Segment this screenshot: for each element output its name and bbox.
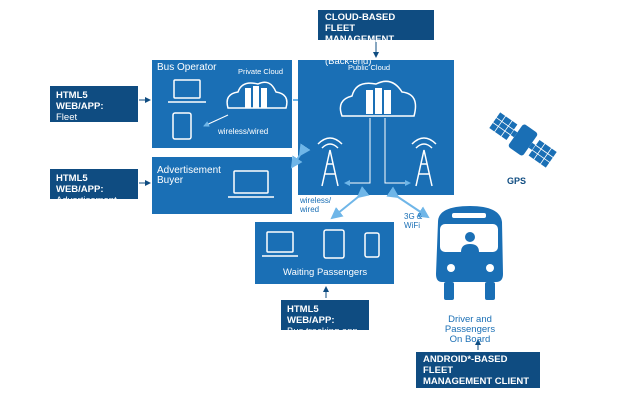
android-client-label: ANDROID*-BASED FLEET MANAGEMENT CLIENT (… (416, 352, 540, 398)
cloud-bus-link (386, 186, 430, 219)
private-cloud-title: Private Cloud (238, 67, 284, 76)
laptop-icon (262, 231, 298, 257)
public-cloud-title: Public Cloud (348, 63, 391, 72)
bus-caption: Driver and Passengers On Board (424, 315, 516, 345)
public-cloud-icon (339, 80, 417, 117)
operator-wireless-label: wireless/wired (218, 127, 269, 136)
tablet-icon (323, 229, 345, 259)
tracking-app-label: HTML5 WEB/APP: Bus tracking app (281, 300, 369, 337)
link-wired: wired (300, 205, 320, 214)
server-label: CLOUD-BASED FLEET MANAGEMENT SERVER (Bac… (318, 10, 434, 67)
gps-label: GPS (507, 176, 527, 186)
private-cloud-icon (226, 81, 288, 109)
ad-app-label: HTML5 WEB/APP: Advertisement app (50, 169, 138, 217)
fleet-app-line2: Fleet management (56, 112, 112, 134)
bus-caption-line1: Driver and Passengers (444, 314, 496, 335)
link-3g: 3G & (404, 212, 423, 221)
waiting-passengers-title: Waiting Passengers (283, 267, 368, 278)
cloud-passengers-link (330, 186, 370, 220)
android-line3: (Front-end) (423, 387, 471, 398)
satellite-icon (487, 111, 559, 169)
advertisement-buyer-title: Advertisement Buyer (157, 166, 221, 186)
bus-link-label: 3G & WiFi (404, 212, 422, 230)
cloud-buyer-link (290, 143, 311, 169)
cloud-tower-link (344, 118, 371, 186)
server-line3: (Back-end) (325, 56, 372, 67)
android-line2: MANAGEMENT CLIENT (423, 376, 530, 387)
phone-icon (364, 232, 380, 258)
server-line1: CLOUD-BASED FLEET (325, 12, 396, 34)
android-line1: ANDROID*-BASED FLEET (423, 354, 508, 376)
cell-tower-icon (317, 137, 343, 187)
link-wireless: wireless/ (300, 196, 332, 205)
bus-caption-line2: On Board (449, 334, 491, 345)
passenger-link-label: wireless/ wired (300, 196, 331, 214)
tracking-app-line2: Bus tracking app (287, 326, 358, 337)
ad-app-line2: Advertisement app (56, 195, 117, 217)
cell-tower-icon (411, 137, 437, 187)
server-line2: MANAGEMENT SERVER (325, 34, 395, 56)
tracking-app-line1: HTML5 WEB/APP: (287, 304, 335, 326)
public-cloud-panel (298, 60, 454, 195)
bus-operator-panel (152, 60, 292, 148)
bus-icon (436, 206, 503, 300)
fleet-app-line1: HTML5 WEB/APP: (56, 90, 104, 112)
cloud-tower-link (384, 118, 411, 186)
tablet-icon (172, 112, 192, 140)
buyer-line2: Buyer (157, 175, 184, 186)
fleet-app-line3: app (56, 134, 72, 145)
ad-app-line1: HTML5 WEB/APP: (56, 173, 104, 195)
buyer-line1: Advertisement (157, 165, 221, 176)
laptop-icon (228, 170, 274, 198)
link-wifi: WiFi (404, 221, 420, 230)
operator-internal-link (203, 114, 229, 127)
fleet-app-label: HTML5 WEB/APP: Fleet management app (50, 86, 138, 145)
bus-operator-title: Bus Operator (157, 62, 217, 73)
laptop-icon (168, 79, 206, 103)
